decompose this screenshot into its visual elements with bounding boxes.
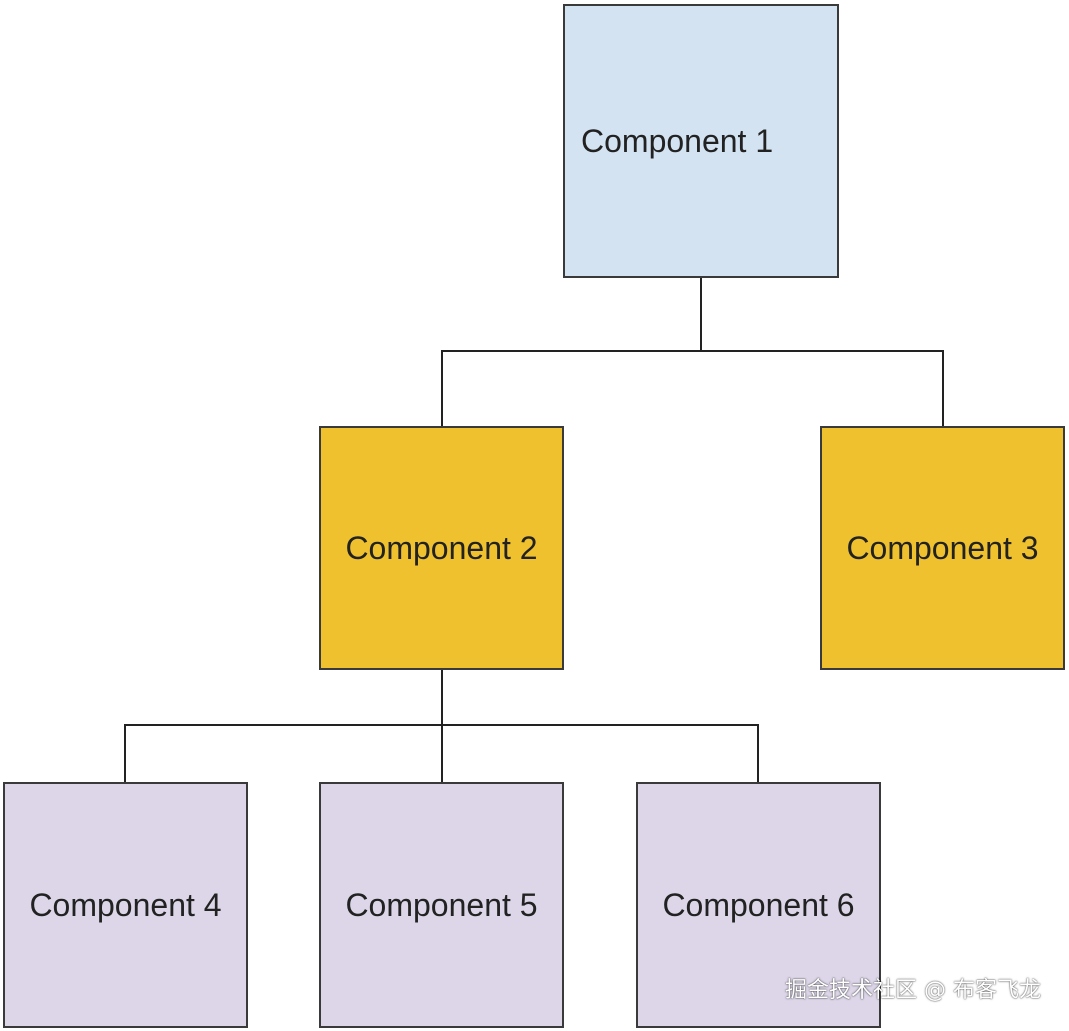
component-3-node: Component 3 [820,426,1065,670]
component-4-label: Component 4 [29,886,222,923]
component-5-label: Component 5 [345,886,538,923]
component-1-node: Component 1 [563,4,839,278]
component-2-label: Component 2 [345,529,538,566]
component-5-node: Component 5 [319,782,564,1028]
component-6-label: Component 6 [662,886,855,923]
watermark-text: 掘金技术社区 @ 布客飞龙 [785,978,1041,1003]
component-6-node: Component 6 [636,782,881,1028]
component-3-label: Component 3 [846,529,1039,566]
component-2-node: Component 2 [319,426,564,670]
component-4-node: Component 4 [3,782,248,1028]
component-1-label: Component 1 [581,122,774,159]
